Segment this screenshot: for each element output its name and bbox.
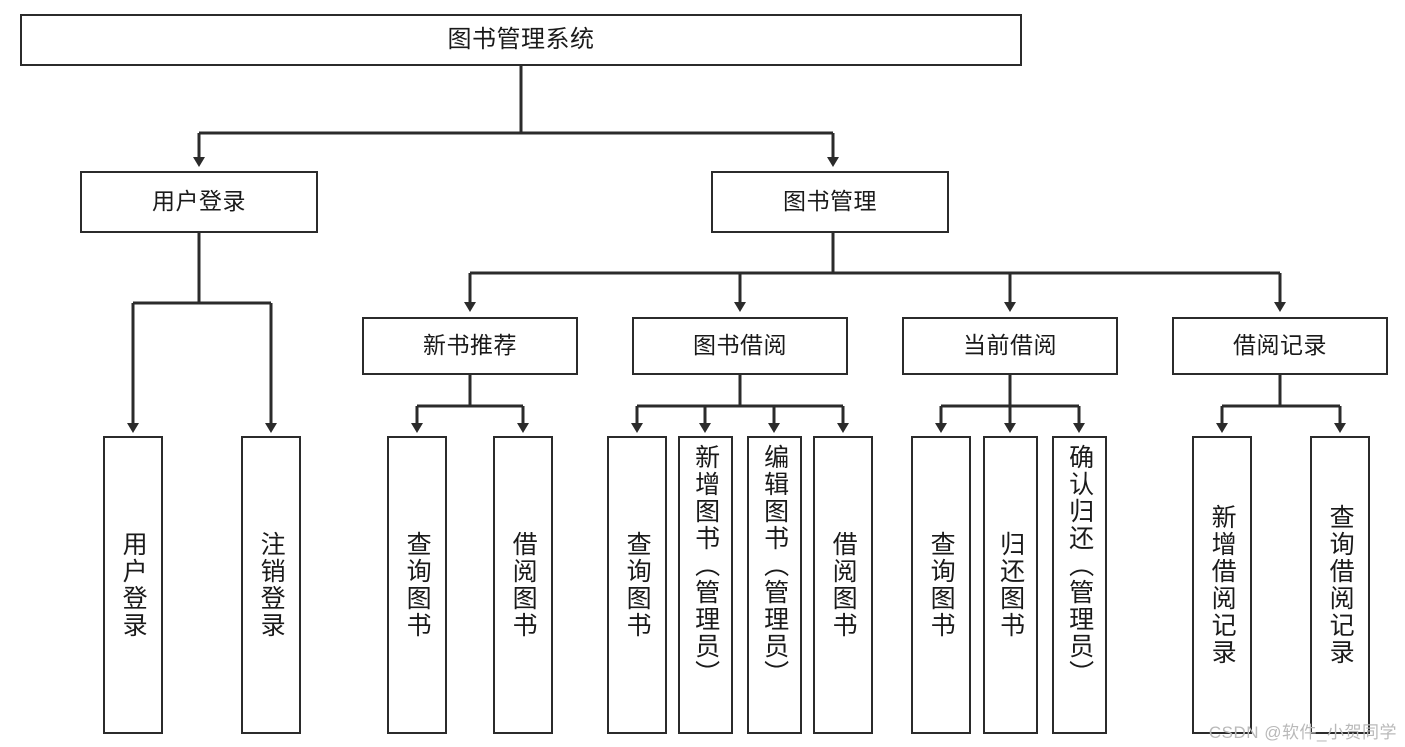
node-leaf-user-login[interactable]: 用户登录 xyxy=(103,436,163,734)
node-leaf-borrow-book-1-label: 借阅图书 xyxy=(509,531,538,639)
node-book-borrow[interactable]: 图书借阅 xyxy=(632,317,848,375)
node-leaf-return-book-label: 归还图书 xyxy=(996,531,1025,639)
node-leaf-query-book-1-label: 查询图书 xyxy=(403,531,432,639)
node-leaf-return-book[interactable]: 归还图书 xyxy=(983,436,1038,734)
node-root-label: 图书管理系统 xyxy=(447,25,595,53)
csdn-watermark: CSDN @软件_小贺同学 xyxy=(1208,723,1397,742)
node-current-borrow[interactable]: 当前借阅 xyxy=(902,317,1118,375)
node-borrow-record-label: 借阅记录 xyxy=(1233,332,1327,359)
node-leaf-confirm-return[interactable]: 确认归还（管理员） xyxy=(1052,436,1107,734)
node-user-login[interactable]: 用户登录 xyxy=(80,171,318,233)
node-leaf-borrow-book-2-label: 借阅图书 xyxy=(829,531,858,639)
node-leaf-query-book-3-label: 查询图书 xyxy=(927,531,956,639)
node-leaf-add-record-label: 新增借阅记录 xyxy=(1208,504,1237,666)
node-new-book-rec[interactable]: 新书推荐 xyxy=(362,317,578,375)
node-current-borrow-label: 当前借阅 xyxy=(963,332,1057,359)
node-leaf-edit-book-label: 编辑图书（管理员） xyxy=(760,444,789,687)
node-root[interactable]: 图书管理系统 xyxy=(20,14,1022,66)
node-new-book-rec-label: 新书推荐 xyxy=(423,332,517,359)
node-borrow-record[interactable]: 借阅记录 xyxy=(1172,317,1388,375)
node-book-manage[interactable]: 图书管理 xyxy=(711,171,949,233)
node-leaf-add-book-label: 新增图书（管理员） xyxy=(691,444,720,687)
node-leaf-borrow-book-2[interactable]: 借阅图书 xyxy=(813,436,873,734)
node-leaf-add-book[interactable]: 新增图书（管理员） xyxy=(678,436,733,734)
node-book-manage-label: 图书管理 xyxy=(783,188,877,215)
node-leaf-query-record-label: 查询借阅记录 xyxy=(1326,504,1355,666)
node-leaf-user-login-label: 用户登录 xyxy=(119,531,148,639)
node-leaf-borrow-book-1[interactable]: 借阅图书 xyxy=(493,436,553,734)
node-leaf-confirm-return-label: 确认归还（管理员） xyxy=(1065,444,1094,687)
node-book-borrow-label: 图书借阅 xyxy=(693,332,787,359)
node-user-login-label: 用户登录 xyxy=(152,188,246,215)
node-leaf-user-logout[interactable]: 注销登录 xyxy=(241,436,301,734)
node-leaf-query-book-1[interactable]: 查询图书 xyxy=(387,436,447,734)
node-leaf-user-logout-label: 注销登录 xyxy=(257,531,286,639)
node-leaf-edit-book[interactable]: 编辑图书（管理员） xyxy=(747,436,802,734)
node-leaf-add-record[interactable]: 新增借阅记录 xyxy=(1192,436,1252,734)
node-leaf-query-book-2-label: 查询图书 xyxy=(623,531,652,639)
node-leaf-query-book-2[interactable]: 查询图书 xyxy=(607,436,667,734)
node-leaf-query-book-3[interactable]: 查询图书 xyxy=(911,436,971,734)
node-leaf-query-record[interactable]: 查询借阅记录 xyxy=(1310,436,1370,734)
